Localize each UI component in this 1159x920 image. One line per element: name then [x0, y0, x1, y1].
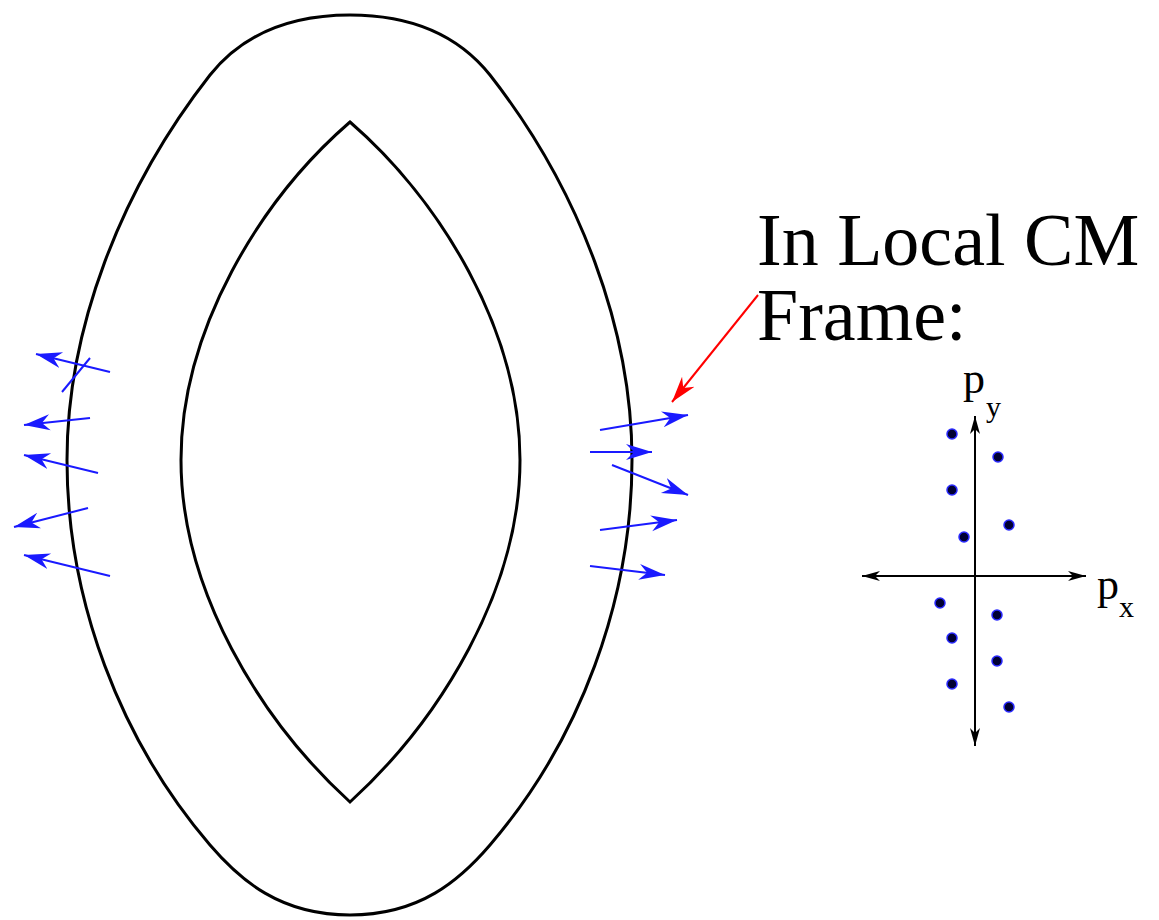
particle-dot — [947, 633, 957, 643]
momentum-arrow — [14, 508, 88, 527]
particle-dot — [993, 452, 1003, 462]
outer-boundary — [67, 15, 632, 915]
momentum-arrow — [24, 418, 90, 425]
particle-dot — [947, 679, 957, 689]
particle-dot — [935, 598, 945, 608]
momentum-axes — [862, 416, 1086, 746]
right-momentum-arrows — [590, 415, 688, 575]
particle-dot — [992, 656, 1002, 666]
particle-dot — [947, 485, 957, 495]
momentum-arrow — [600, 415, 688, 430]
momentum-arrow — [600, 520, 677, 530]
momentum-arrow — [612, 465, 688, 495]
leader-arrow — [672, 295, 758, 402]
particle-dot — [1004, 702, 1014, 712]
py-axis — [974, 576, 976, 746]
momentum-arrow — [36, 354, 110, 372]
axis-subscript: x — [1119, 592, 1134, 622]
particle-dot — [947, 429, 957, 439]
momentum-arrow — [590, 566, 665, 575]
momentum-arrow-stroke — [62, 358, 90, 392]
px-axis — [975, 575, 1086, 577]
momentum-arrow — [24, 455, 98, 473]
particle-dot — [959, 532, 969, 542]
axis-symbol: p — [1097, 563, 1119, 607]
px-axis — [862, 575, 975, 577]
axis-symbol: p — [963, 357, 985, 401]
particle-dot — [992, 610, 1002, 620]
momentum-dots — [935, 429, 1014, 712]
callout-heading: In Local CM Frame: — [757, 203, 1155, 353]
momentum-arrow — [590, 451, 652, 453]
left-momentum-arrows — [14, 354, 110, 576]
momentum-arrow — [24, 555, 110, 576]
py-axis — [974, 416, 976, 576]
axis-subscript: y — [986, 392, 1001, 422]
particle-dot — [1004, 520, 1014, 530]
inner-boundary — [181, 122, 520, 802]
